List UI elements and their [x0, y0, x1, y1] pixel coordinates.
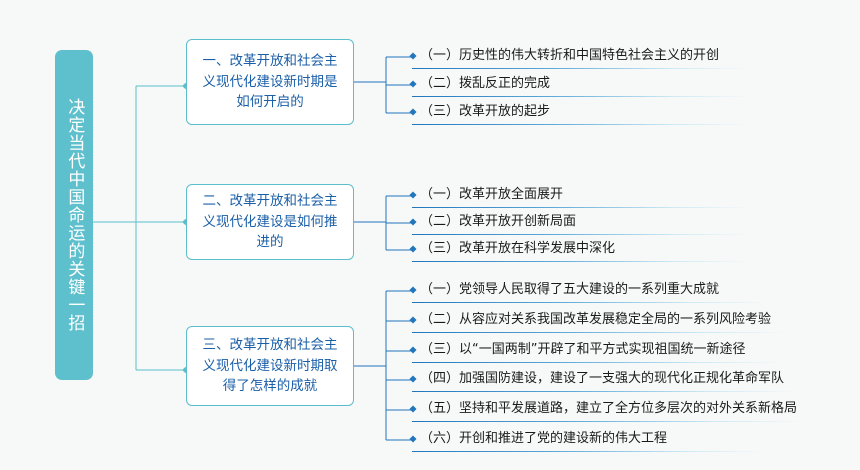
- leaf-underline: [412, 362, 782, 364]
- branch-node-3[interactable]: 三、改革开放和社会主义现代化建设新时期取得了怎样的成就: [186, 326, 354, 406]
- leaf-item[interactable]: （三）改革开放在科学发展中深化: [420, 241, 616, 256]
- leaf-item[interactable]: （六）开创和推进了党的建设新的伟大工程: [420, 431, 668, 446]
- branch-node-1[interactable]: 一、改革开放和社会主义现代化建设新时期是如何开启的: [186, 39, 354, 125]
- branch-node-2-label: 二、改革开放和社会主义现代化建设是如何推进的: [202, 192, 338, 251]
- leaf-item[interactable]: （三）以“一国两制”开辟了和平方式实现祖国统一新途径: [420, 342, 746, 357]
- leaf-underline: [412, 234, 748, 236]
- leaf-underline: [412, 124, 748, 126]
- leaf-item[interactable]: （五）坚持和平发展道路，建立了全方位多层次的对外关系新格局: [420, 401, 798, 416]
- leaf-item[interactable]: （二）从容应对关系我国改革发展稳定全局的一系列风险考验: [420, 312, 772, 327]
- branch-node-1-label: 一、改革开放和社会主义现代化建设新时期是如何开启的: [202, 52, 338, 111]
- leaf-underline: [412, 391, 794, 393]
- leaf-junction-markers: [409, 52, 417, 443]
- root-node[interactable]: 决定当代中国命运的关键一招: [55, 50, 93, 380]
- branch-node-3-label: 三、改革开放和社会主义现代化建设新时期取得了怎样的成就: [202, 336, 338, 395]
- leaf-underline: [412, 421, 802, 423]
- branch-node-2[interactable]: 二、改革开放和社会主义现代化建设是如何推进的: [186, 184, 354, 260]
- leaf-item[interactable]: （四）加强国防建设，建设了一支强大的现代化正规化革命军队: [420, 371, 785, 386]
- leaf-underline: [412, 332, 786, 334]
- leaf-item[interactable]: （一）历史性的伟大转折和中国特色社会主义的开创: [420, 48, 720, 63]
- leaf-underline: [412, 96, 748, 98]
- leaf-underline: [412, 302, 768, 304]
- leaf-item[interactable]: （三）改革开放的起步: [420, 104, 551, 119]
- leaf-item[interactable]: （二）改革开放开创新局面: [420, 214, 577, 229]
- leaf-underline: [412, 261, 748, 263]
- leaf-underline: [412, 68, 748, 70]
- root-node-label: 决定当代中国命运的关键一招: [64, 98, 85, 332]
- leaf-item[interactable]: （一）党领导人民取得了五大建设的一系列重大成就: [420, 282, 720, 297]
- leaf-item[interactable]: （二）拨乱反正的完成: [420, 76, 551, 91]
- leaf-underline: [412, 451, 764, 453]
- leaf-item[interactable]: （一）改革开放全面展开: [420, 187, 564, 202]
- leaf-underline: [412, 207, 748, 209]
